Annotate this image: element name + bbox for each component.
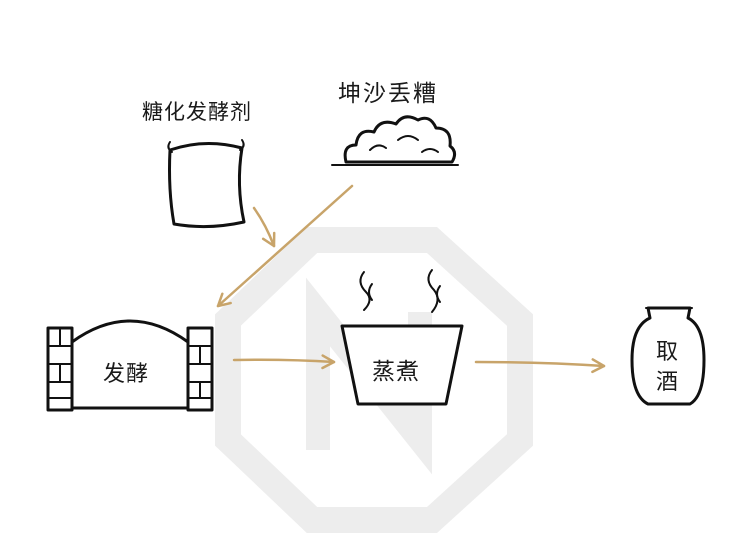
steamer-pot-icon	[340, 324, 464, 406]
arrow-pit-to-steamer	[232, 354, 336, 370]
arrow-sack-to-pit-route	[252, 206, 276, 248]
fermentation-pit-icon	[46, 319, 214, 412]
label-kunsha-lees: 坤沙丢糟	[338, 81, 438, 107]
label-saccharifying-agent: 糖化发酵剂	[142, 100, 252, 124]
liquor-jar-icon	[630, 306, 706, 406]
flow-arrows	[216, 184, 606, 374]
arrow-lees-to-pit	[216, 184, 354, 308]
lees-pile-icon	[331, 115, 459, 166]
sack-icon	[167, 139, 246, 229]
label-steaming: 蒸煮	[372, 359, 420, 385]
steam-icon	[359, 269, 441, 313]
label-fermentation: 发酵	[103, 362, 150, 387]
arrow-steamer-to-jar	[474, 358, 606, 374]
label-liquor-top: 取	[656, 340, 679, 365]
label-liquor-bottom: 酒	[656, 370, 679, 395]
